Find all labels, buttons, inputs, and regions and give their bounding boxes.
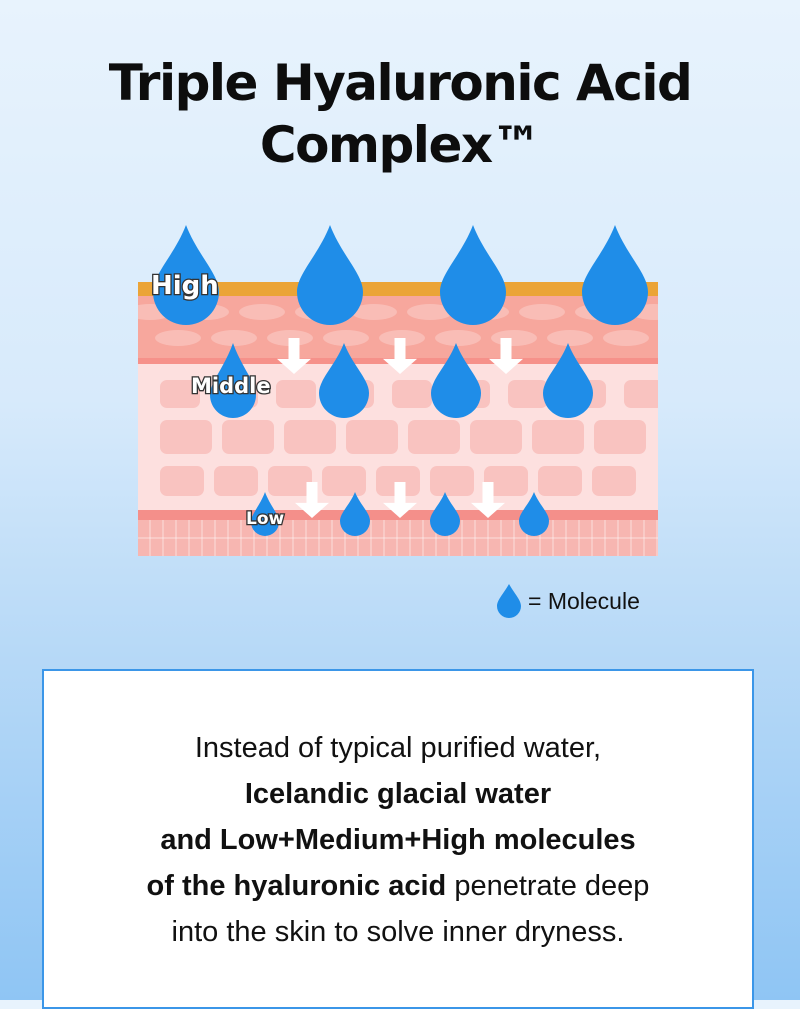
dermis-cell <box>160 380 200 408</box>
epidermis-cell <box>239 304 285 320</box>
dermis-cell <box>532 420 584 454</box>
dermis-cell <box>268 466 312 496</box>
description-text: Instead of typical purified water, Icela… <box>44 725 752 955</box>
down-arrow-icon <box>295 482 329 518</box>
top-band <box>138 282 658 296</box>
down-arrow-icon <box>277 338 311 374</box>
down-arrow-icon <box>383 482 417 518</box>
dermis-cell <box>284 420 336 454</box>
epidermis-cell <box>435 330 481 346</box>
dermis-cell <box>160 466 204 496</box>
description-line-4: of the hyaluronic acid penetrate deep <box>44 863 752 909</box>
epidermis-cell <box>407 304 453 320</box>
molecule-drop <box>297 225 363 325</box>
skin-layer-diagram: High Middle Low <box>138 225 658 556</box>
dermis-cell <box>376 466 420 496</box>
dermis-cell <box>346 420 398 454</box>
dermis-cell <box>408 420 460 454</box>
molecule-drop <box>519 492 549 536</box>
description-line-4-rest: penetrate deep <box>446 870 650 902</box>
dermis-cell <box>594 420 646 454</box>
epidermis-cell <box>519 304 565 320</box>
molecule-drop <box>430 492 460 536</box>
dermis-cell <box>538 466 582 496</box>
base-layer-grid <box>138 520 658 556</box>
legend: = Molecule <box>496 583 640 619</box>
dermis-cells <box>160 380 658 496</box>
dermis-cell <box>430 466 474 496</box>
molecule-drop <box>153 225 219 325</box>
penetration-arrows <box>277 338 523 518</box>
dermis-cell <box>484 466 528 496</box>
molecule-drop <box>582 225 648 325</box>
molecule-drop <box>319 343 369 418</box>
dermis-cell <box>276 380 316 408</box>
label-middle: Middle <box>191 374 271 398</box>
epidermis-cell <box>547 330 593 346</box>
epidermis-cell <box>323 330 369 346</box>
down-arrow-icon <box>383 338 417 374</box>
molecule-drop <box>431 343 481 418</box>
label-low: Low <box>246 509 285 529</box>
epidermis-cell <box>211 330 257 346</box>
dermis-cell <box>160 420 212 454</box>
dermis-cell <box>592 466 636 496</box>
description-card: Instead of typical purified water, Icela… <box>42 669 754 1009</box>
molecule-drop <box>210 343 256 418</box>
dermis-cell <box>508 380 548 408</box>
description-line-2: Icelandic glacial water <box>244 778 552 810</box>
molecule-drop <box>251 492 279 536</box>
dermis-cell <box>322 466 366 496</box>
legend-text: = Molecule <box>528 587 640 614</box>
page-title: Triple Hyaluronic Acid Complex™ <box>0 52 800 176</box>
dermis-cell <box>624 380 658 408</box>
label-high: High <box>151 271 219 301</box>
epidermis-cell <box>603 330 649 346</box>
epidermis-cell <box>155 330 201 346</box>
dermis-cell <box>470 420 522 454</box>
title-line-1: Triple Hyaluronic Acid <box>108 54 693 112</box>
water-drop-icon <box>497 584 521 618</box>
down-arrow-icon <box>489 338 523 374</box>
molecule-drop <box>543 343 593 418</box>
description-line-5: into the skin to solve inner dryness. <box>171 916 625 948</box>
epidermis-cell <box>491 330 537 346</box>
description-line-1: Instead of typical purified water, <box>194 732 602 764</box>
description-line-3: and Low+Medium+High molecules <box>160 824 636 856</box>
title-line-2: Complex™ <box>259 116 542 174</box>
dermis-cell <box>222 420 274 454</box>
description-line-4-bold: of the hyaluronic acid <box>146 870 447 902</box>
dermis-cell <box>214 466 258 496</box>
epidermis-cell <box>351 304 397 320</box>
down-arrow-icon <box>471 482 505 518</box>
dermis-cell <box>392 380 432 408</box>
molecules <box>153 225 648 536</box>
molecule-drop <box>340 492 370 536</box>
molecule-drop <box>440 225 506 325</box>
